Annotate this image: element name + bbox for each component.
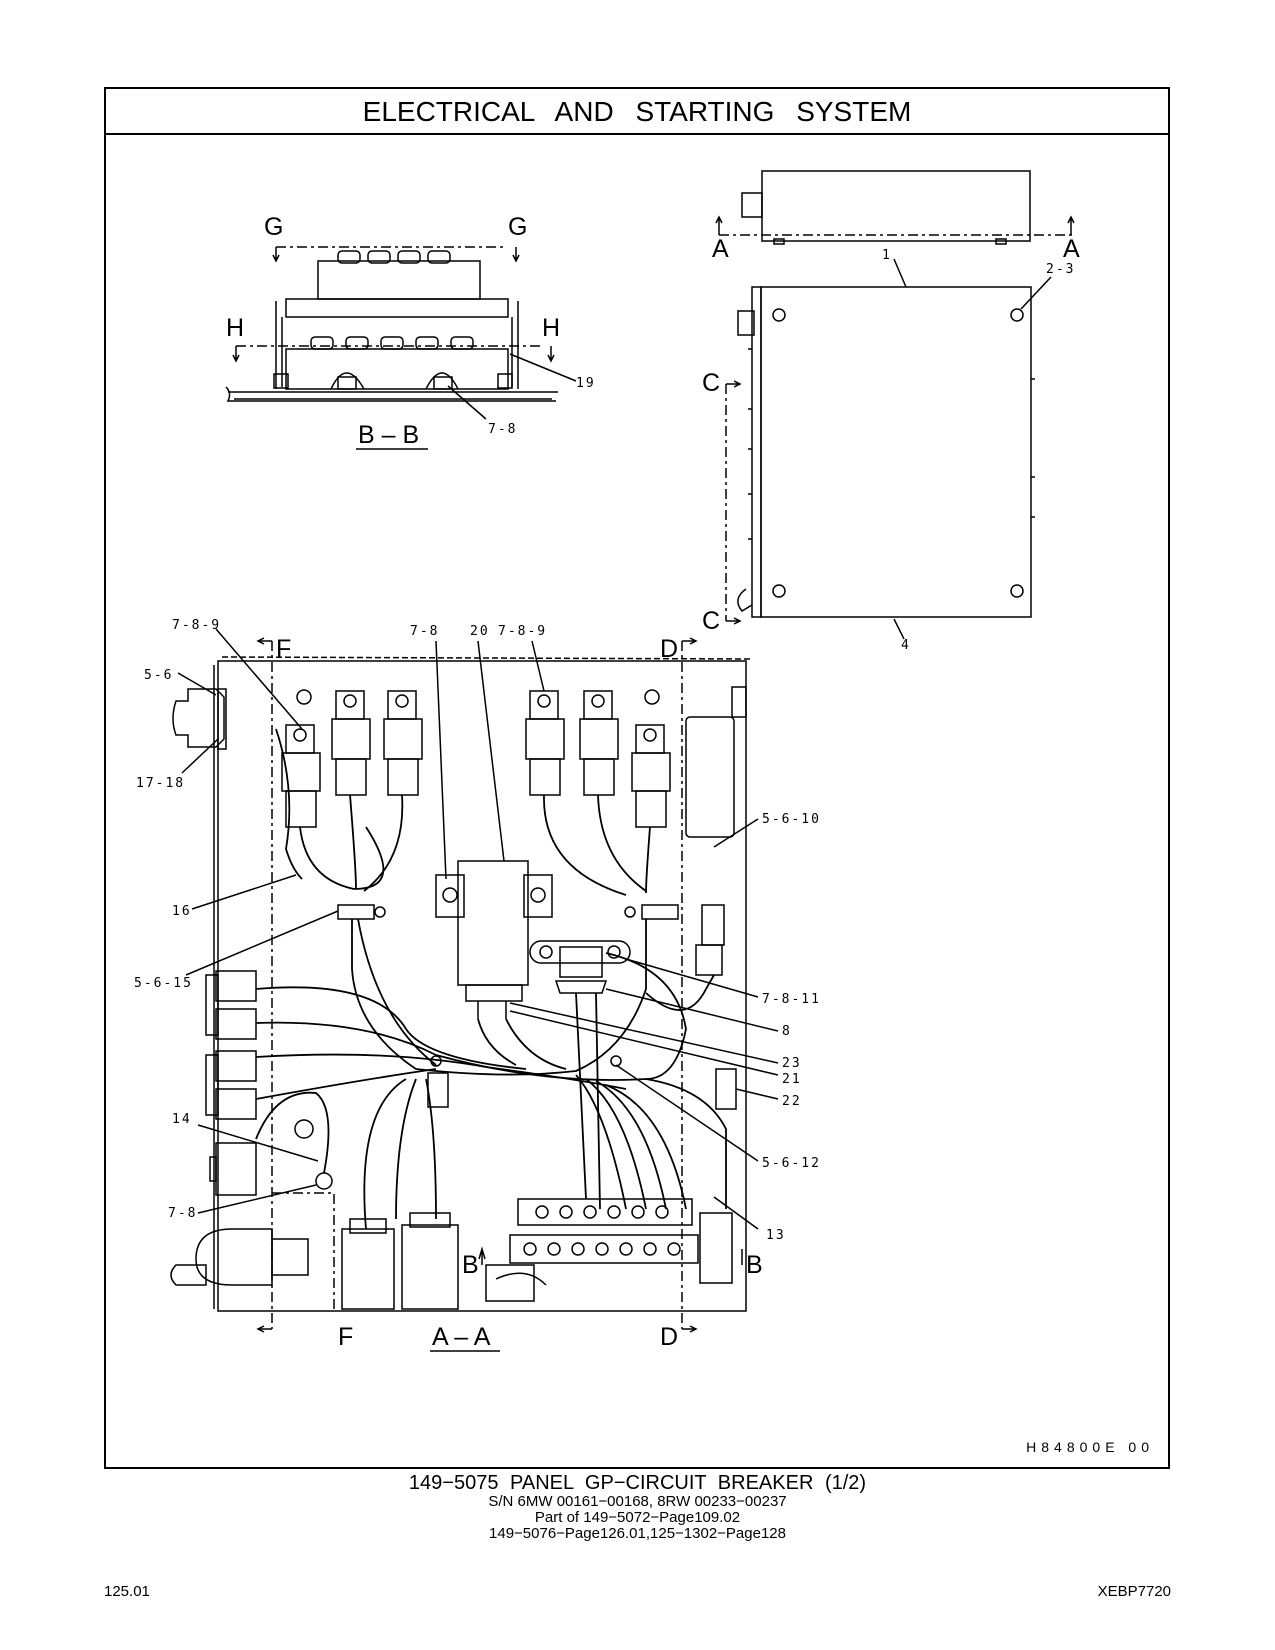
marker-g-left: G	[264, 213, 283, 241]
marker-f-top: F	[276, 635, 291, 663]
callout-2-3: 2-3	[1046, 262, 1075, 277]
marker-a-right: A	[1063, 235, 1080, 263]
diagram-frame: ELECTRICAL AND STARTING SYSTEM G G H H	[104, 87, 1170, 1469]
callout-21: 21	[782, 1072, 802, 1087]
callout-5-6-10: 5-6-10	[762, 812, 821, 827]
marker-f-bottom: F	[338, 1323, 353, 1351]
marker-c-bottom: C	[702, 607, 720, 635]
page-number: 125.01	[104, 1583, 150, 1600]
drawing-code: H84800E 00	[1026, 1439, 1154, 1455]
callout-5-6: 5-6	[144, 668, 173, 683]
view-title-bb: B – B	[358, 421, 419, 449]
marker-h-right: H	[542, 314, 560, 342]
callout-20: 20	[470, 624, 490, 639]
callout-16: 16	[172, 904, 192, 919]
section-bb-view: G G H H	[225, 213, 596, 450]
figure-caption: 149−5075 PANEL GP−CIRCUIT BREAKER (1/2) …	[0, 1472, 1275, 1542]
relay-bank-right	[525, 690, 671, 828]
page-title: ELECTRICAL AND STARTING SYSTEM	[106, 89, 1168, 135]
marker-c-top: C	[702, 369, 720, 397]
callout-7-8-11: 7-8-11	[762, 992, 821, 1007]
document-number: XEBP7720	[1097, 1583, 1171, 1600]
enclosure-side-views: A A 1 2-3 4 C C	[702, 170, 1080, 653]
section-aa-view: F F D D	[134, 618, 821, 1352]
callout-22: 22	[782, 1094, 802, 1109]
relay-bank-left	[281, 690, 423, 828]
callout-23: 23	[782, 1056, 802, 1071]
marker-d-top: D	[660, 635, 678, 663]
part-of-reference: Part of 149−5072−Page109.02	[534, 1509, 741, 1526]
marker-h-left: H	[226, 314, 244, 342]
marker-b-left: B	[462, 1251, 479, 1279]
marker-g-right: G	[508, 213, 527, 241]
callout-1: 1	[882, 248, 892, 263]
callout-7-8-9-right: 7-8-9	[498, 624, 547, 639]
callout-7-8-mid: 7-8	[410, 624, 439, 639]
callout-14: 14	[172, 1112, 192, 1127]
terminal-strips	[509, 1198, 699, 1264]
callout-4: 4	[901, 638, 911, 653]
exploded-diagram: G G H H	[134, 170, 1080, 1352]
part-title: 149−5075 PANEL GP−CIRCUIT BREAKER (1/2)	[408, 1472, 867, 1494]
view-title-aa: A – A	[432, 1323, 491, 1351]
callout-7-8-top: 7-8	[488, 422, 517, 437]
marker-d-bottom: D	[660, 1323, 678, 1351]
callout-7-8-bottom: 7-8	[168, 1206, 197, 1221]
marker-b-right: B	[746, 1251, 763, 1279]
callout-7-8-9-left: 7-8-9	[172, 618, 221, 633]
wiring-harness	[255, 728, 727, 1230]
serial-numbers: S/N 6MW 00161−00168, 8RW 00233−00237	[488, 1493, 787, 1510]
callout-19: 19	[576, 376, 596, 391]
callout-17-18: 17-18	[136, 776, 185, 791]
callout-5-6-15: 5-6-15	[134, 976, 193, 991]
callout-8: 8	[782, 1024, 792, 1039]
callout-5-6-12: 5-6-12	[762, 1156, 821, 1171]
callout-13: 13	[766, 1228, 786, 1243]
marker-a-left: A	[712, 235, 729, 263]
page-references: 149−5076−Page126.01,125−1302−Page128	[489, 1525, 786, 1542]
